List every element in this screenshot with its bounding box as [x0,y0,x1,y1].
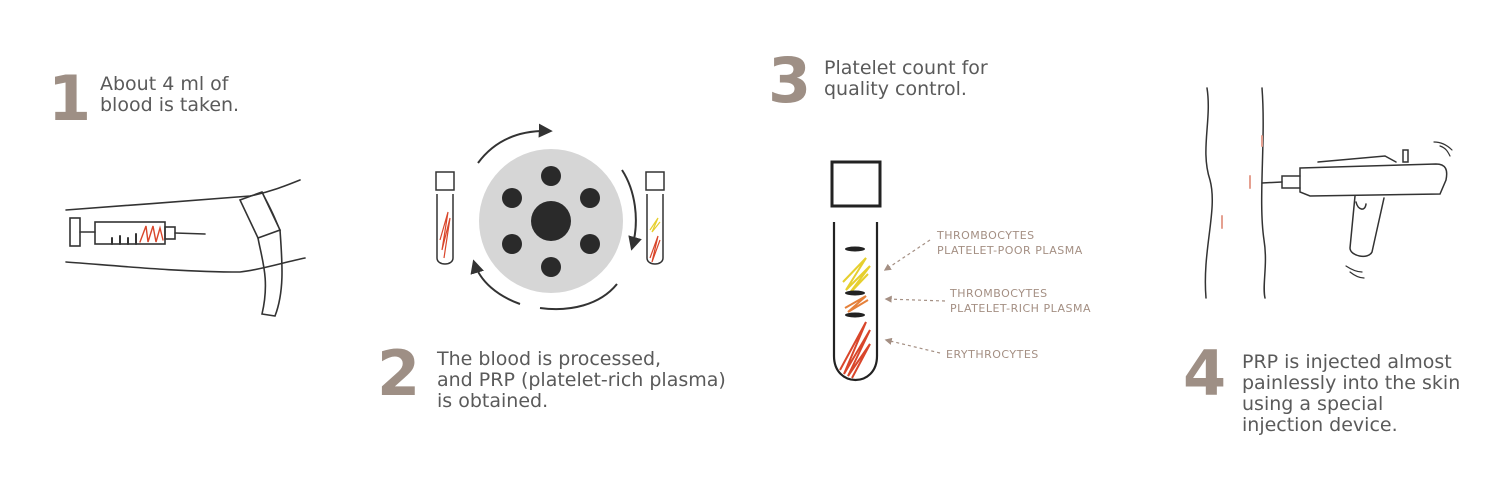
rotation-arrow-right [621,169,642,251]
rotation-arrow-bottom [539,283,618,311]
device-body [1299,163,1448,197]
motion-lines [1433,141,1453,157]
device-needle [1261,181,1283,184]
platelet-rich-plasma-label: THROMBOCYTES PLATELET-RICH PLASMA [950,287,1091,315]
platelet-rich-layer-scribble [844,295,869,313]
large-tube-body [832,222,879,381]
skin-inner-line [1260,87,1267,299]
pointer-platelet-rich [884,295,946,303]
centrifuge-hub [531,201,571,241]
layer-divider [845,246,865,252]
tube-body [436,194,454,265]
arm-syringe-illustration [65,179,306,317]
centrifuge-slot [502,188,522,208]
step-3-text: Platelet count for quality control. [824,57,988,100]
step-4-text: PRP is injected almost painlessly into t… [1242,351,1461,436]
step-2-text: The blood is processed, and PRP (platele… [437,348,726,412]
layer-divider [845,312,865,318]
test-tube-layers-illustration [830,160,946,381]
tube-blood-scribble [439,211,451,259]
platelet-poor-layer-scribble [842,257,871,295]
test-tube-before [435,171,455,265]
sleeve-edge [261,191,281,231]
large-tube-cap [830,160,882,208]
syringe-marks [111,233,137,245]
syringe-needle [174,232,206,235]
step-1-number: 1 [48,62,92,135]
tube-cap [645,171,665,191]
step-3-number: 3 [768,44,812,117]
arm-lower-outline [65,257,306,273]
test-tube-after [645,171,665,265]
centrifuge-slot [580,234,600,254]
step-1-text: About 4 ml of blood is taken. [100,73,240,116]
rotation-arrow-top [477,123,553,164]
injection-device-illustration [1204,87,1453,299]
syringe-hub [164,226,176,240]
rotation-arrow-left [470,259,521,305]
layer-divider [845,290,865,296]
device-nozzle [1281,175,1301,189]
pointer-erythrocytes [884,337,941,354]
pointer-platelet-poor [883,239,931,271]
centrifuge-illustration [435,123,665,311]
syringe [69,217,206,247]
device-rear-sight [1402,149,1409,163]
step-2-number: 2 [377,337,421,410]
erythrocytes-label: ERYTHROCYTES [946,348,1039,361]
device-top-rail [1317,155,1397,163]
tube-cap [435,171,455,191]
platelet-poor-plasma-label: THROMBOCYTES PLATELET-POOR PLASMA [937,229,1083,257]
tube-body [646,194,664,265]
arm-upper-outline [65,179,301,211]
centrifuge-slot [541,166,561,186]
erythrocytes-layer-scribble [839,321,871,379]
centrifuge-slot [502,234,522,254]
device-trigger [1355,201,1367,210]
centrifuge-slot [541,257,561,277]
sleeve-fold [257,229,283,317]
motion-lines [1345,265,1365,279]
step-4-number: 4 [1183,337,1227,410]
device-grip [1349,195,1385,258]
syringe-blood-scribble [139,225,164,243]
skin-outer-line [1204,87,1213,299]
centrifuge-slot [580,188,600,208]
tube-blood-scribble [649,235,661,263]
tube-plasma-scribble [649,217,661,233]
syringe-plunger-head [69,217,81,247]
